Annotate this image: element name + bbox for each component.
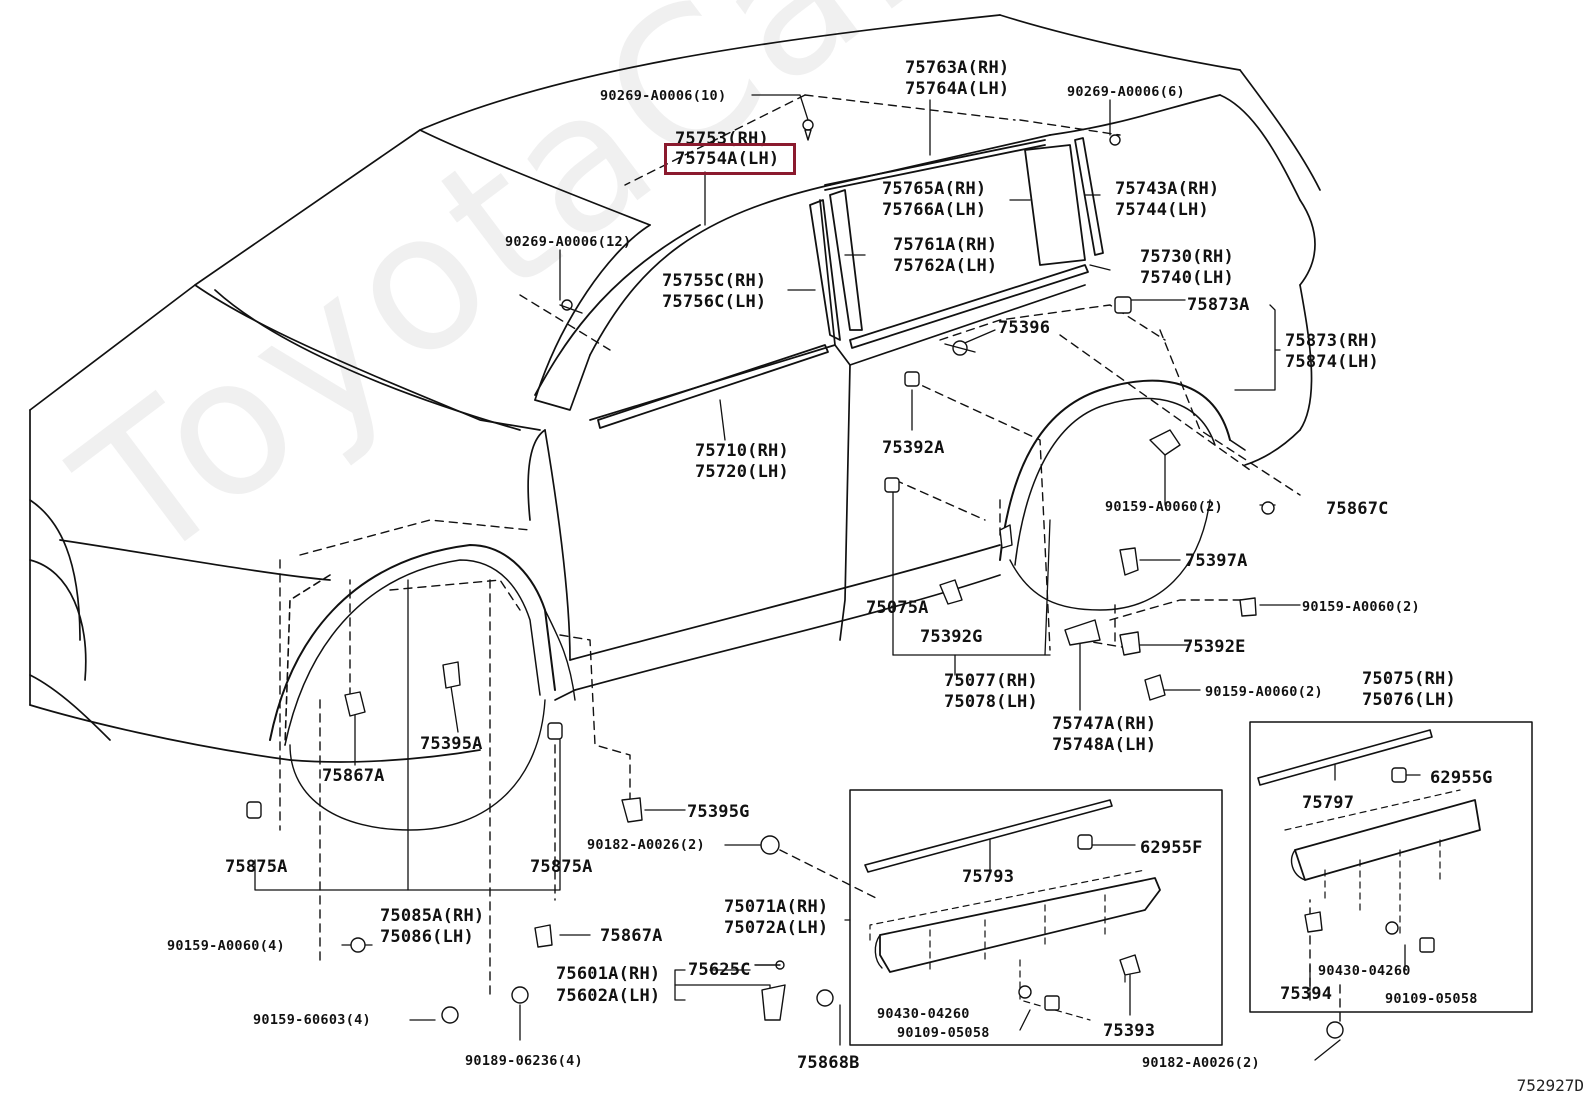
label-90189-06236-4: 90189-06236(4) [465,1053,583,1069]
fasteners [246,119,1435,1039]
diagram-code: 752927D [1516,1076,1584,1095]
label-75874-lh: 75874(LH) [1285,352,1379,372]
label-75873a: 75873A [1187,295,1250,315]
label-75762a-lh: 75762A(LH) [893,256,998,276]
label-75625c: 75625C [688,960,751,980]
label-75763a-rh: 75763A(RH) [905,58,1010,78]
label-75392a: 75392A [882,438,945,458]
label-75602a-lh: 75602A(LH) [556,986,661,1006]
label-75601a-rh: 75601A(RH) [556,964,661,984]
leader-lines-dashed [279,94,1341,1031]
label-90430-04260-b: 90430-04260 [1318,963,1411,979]
label-75720-lh: 75720(LH) [695,462,789,482]
label-62955f: 62955F [1140,838,1203,858]
label-75747a-rh: 75747A(RH) [1052,714,1157,734]
front-wheel-arch [269,544,576,831]
label-75078-lh: 75078(LH) [944,692,1038,712]
label-75730-rh: 75730(RH) [1140,247,1234,267]
label-75395a: 75395A [420,734,483,754]
label-75086-lh: 75086(LH) [380,927,474,947]
highlight-box [664,143,796,175]
label-75744-lh: 75744(LH) [1115,200,1209,220]
label-75740-lh: 75740(LH) [1140,268,1234,288]
label-75743a-rh: 75743A(RH) [1115,179,1220,199]
label-75394: 75394 [1280,984,1333,1004]
label-75071a-rh: 75071A(RH) [724,897,829,917]
label-75793: 75793 [962,867,1015,887]
label-90159-a0060-2-a: 90159-A0060(2) [1105,499,1223,515]
label-75072a-lh: 75072A(LH) [724,918,829,938]
label-90182-a0026-2-b: 90182-A0026(2) [1142,1055,1260,1071]
label-62955g: 62955G [1430,768,1493,788]
label-75797: 75797 [1302,793,1355,813]
label-90182-a0026-2-a: 90182-A0026(2) [587,837,705,853]
label-75395g: 75395G [687,802,750,822]
label-75077-rh: 75077(RH) [944,671,1038,691]
rocker-moulding-box [849,789,1223,1046]
roof-mouldings [534,137,1104,429]
label-75075-rh: 75075(RH) [1362,669,1456,689]
label-75748a-lh: 75748A(LH) [1052,735,1157,755]
label-90269-a0006-6: 90269-A0006(6) [1067,84,1185,100]
label-90159-60603-4: 90159-60603(4) [253,1012,371,1028]
label-75875a-2: 75875A [530,857,593,877]
label-75754a-lh: 75754A(LH) [675,149,780,169]
label-75867a-1: 75867A [322,766,385,786]
label-75867a-2: 75867A [600,926,663,946]
label-75075a: 75075A [866,598,929,618]
label-75873-rh: 75873(RH) [1285,331,1379,351]
label-75764a-lh: 75764A(LH) [905,79,1010,99]
label-75755c-rh: 75755C(RH) [662,271,767,291]
label-75766a-lh: 75766A(LH) [882,200,987,220]
label-75396: 75396 [998,318,1051,338]
vehicle-body [29,14,1321,763]
label-90269-a0006-10: 90269-A0006(10) [600,88,727,104]
label-75392e: 75392E [1183,637,1246,657]
label-90109-05058-b: 90109-05058 [1385,991,1478,1007]
label-75867c: 75867C [1326,499,1389,519]
rear-wheel-arch [999,379,1246,611]
label-90430-04260-a: 90430-04260 [877,1006,970,1022]
label-75875a-1: 75875A [225,857,288,877]
label-90159-a0060-2-c: 90159-A0060(2) [1205,684,1323,700]
label-90269-a0006-12: 90269-A0006(12) [505,234,632,250]
label-75393: 75393 [1103,1021,1156,1041]
label-75765a-rh: 75765A(RH) [882,179,987,199]
label-75756c-lh: 75756C(LH) [662,292,767,312]
label-75868b: 75868B [797,1053,860,1073]
label-90109-05058-a: 90109-05058 [897,1025,990,1041]
label-75710-rh: 75710(RH) [695,441,789,461]
label-75085a-rh: 75085A(RH) [380,906,485,926]
label-75397a: 75397A [1185,551,1248,571]
label-75392g: 75392G [920,627,983,647]
label-90159-a0060-4: 90159-A0060(4) [167,938,285,954]
label-75076-lh: 75076(LH) [1362,690,1456,710]
label-90159-a0060-2-b: 90159-A0060(2) [1302,599,1420,615]
side-moulding-box [1249,721,1533,1013]
label-75761a-rh: 75761A(RH) [893,235,998,255]
